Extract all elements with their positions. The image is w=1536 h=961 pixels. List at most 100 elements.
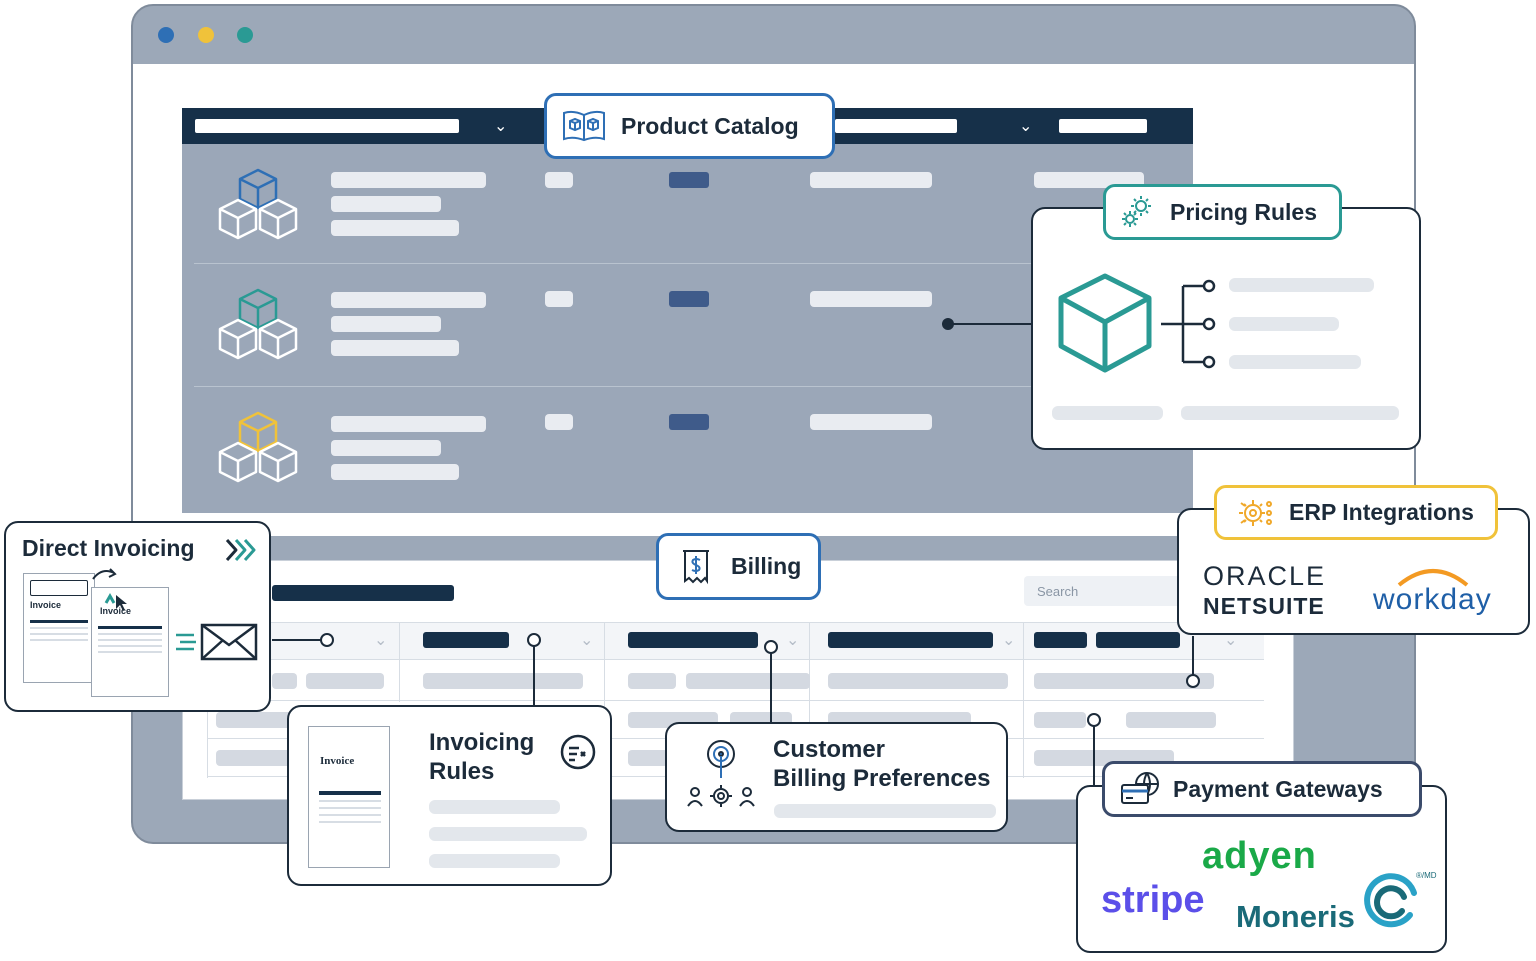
row-text bbox=[331, 340, 459, 356]
cubes-icon bbox=[216, 166, 300, 244]
rules-line bbox=[429, 854, 560, 868]
pricing-footer-line bbox=[1052, 406, 1163, 420]
rules-line bbox=[429, 800, 560, 814]
search-placeholder: Search bbox=[1037, 584, 1079, 599]
column-header[interactable] bbox=[1034, 632, 1087, 648]
pricing-rules-tag: Pricing Rules bbox=[1103, 184, 1342, 240]
connector-dot bbox=[942, 318, 954, 330]
cell bbox=[628, 750, 668, 766]
checklist-icon bbox=[559, 733, 597, 771]
window-dot-teal bbox=[237, 27, 253, 43]
stripe-logo: stripe bbox=[1101, 879, 1205, 921]
header-filter-4[interactable] bbox=[1059, 119, 1147, 133]
column-header[interactable] bbox=[628, 632, 758, 648]
cell bbox=[1034, 673, 1214, 689]
gear-icon bbox=[1118, 193, 1156, 231]
chevrons-right-icon bbox=[224, 537, 258, 563]
product-catalog-label: Product Catalog bbox=[621, 112, 799, 139]
row-badge bbox=[669, 172, 709, 188]
erp-integrations-tag: ERP Integrations bbox=[1214, 485, 1498, 540]
moneris-mark: ®/MD bbox=[1416, 871, 1437, 880]
cubes-icon bbox=[216, 409, 300, 487]
row-text bbox=[331, 220, 459, 236]
row-cell bbox=[810, 291, 932, 307]
row-text bbox=[331, 464, 459, 480]
cell bbox=[216, 750, 296, 766]
header-filter-1[interactable] bbox=[195, 119, 459, 133]
row-cell bbox=[810, 172, 932, 188]
row-cell bbox=[545, 172, 573, 188]
grid-line bbox=[207, 658, 208, 778]
invoice-doc: Invoice bbox=[91, 587, 169, 697]
invoice-doc-label: Invoice bbox=[320, 755, 355, 767]
direct-invoicing-label: Direct Invoicing bbox=[22, 535, 195, 561]
chevron-down-icon[interactable]: ⌄ bbox=[580, 632, 594, 649]
pricing-line bbox=[1229, 317, 1339, 331]
cursor-icon bbox=[104, 591, 128, 613]
invoice-doc-label: Invoice bbox=[100, 606, 132, 616]
chevron-down-icon[interactable]: ⌄ bbox=[1019, 118, 1033, 135]
invoicing-rules-card: Invoice Invoicing Rules bbox=[287, 705, 612, 886]
connector-dot bbox=[1186, 674, 1200, 688]
column-header[interactable] bbox=[828, 632, 993, 648]
connector-dot bbox=[320, 633, 334, 647]
cell bbox=[1034, 712, 1086, 728]
rules-line bbox=[429, 827, 587, 841]
pricing-footer-line bbox=[1181, 406, 1399, 420]
connector-line bbox=[1192, 636, 1194, 676]
billing-tag: Billing bbox=[656, 533, 821, 600]
customer-billing-label-line2: Billing Preferences bbox=[773, 765, 991, 792]
envelope-icon bbox=[174, 621, 260, 663]
connector-line bbox=[533, 645, 535, 706]
row-divider bbox=[194, 386, 1032, 387]
cell bbox=[828, 673, 1008, 689]
customer-billing-card: Customer Billing Preferences bbox=[665, 722, 1008, 832]
cell bbox=[272, 673, 297, 689]
row-text bbox=[331, 172, 486, 188]
chevron-down-icon[interactable]: ⌄ bbox=[1224, 632, 1238, 649]
invoice-doc-label: Invoice bbox=[30, 600, 62, 610]
search-input[interactable]: Search bbox=[1024, 576, 1184, 606]
receipt-dollar-icon bbox=[677, 547, 715, 587]
header-filter-3[interactable] bbox=[835, 119, 957, 133]
moneris-swirl-icon bbox=[1360, 871, 1424, 935]
oracle-logo: ORACLE bbox=[1203, 561, 1327, 591]
column-header[interactable] bbox=[423, 632, 509, 648]
grid-line bbox=[207, 700, 1264, 701]
pricing-line bbox=[1229, 278, 1374, 292]
invoicing-rules-label-line2: Rules bbox=[429, 758, 495, 785]
row-badge bbox=[669, 291, 709, 307]
connector-line bbox=[1093, 724, 1095, 786]
row-badge bbox=[669, 414, 709, 430]
erp-integrations-label: ERP Integrations bbox=[1289, 499, 1474, 525]
ai-chip-icon bbox=[1233, 494, 1273, 532]
invoicing-rules-label-line1: Invoicing bbox=[429, 729, 535, 756]
chevron-down-icon[interactable]: ⌄ bbox=[374, 632, 388, 649]
grid-line bbox=[399, 622, 400, 702]
chevron-down-icon[interactable]: ⌄ bbox=[786, 632, 800, 649]
invoice-doc: Invoice bbox=[308, 726, 390, 868]
netsuite-logo: NETSUITE bbox=[1203, 593, 1325, 619]
direct-invoicing-card: Direct Invoicing Invoice Invoice bbox=[4, 521, 271, 712]
column-header[interactable] bbox=[1096, 632, 1180, 648]
chevron-down-icon[interactable]: ⌄ bbox=[1002, 632, 1016, 649]
target-people-icon bbox=[685, 738, 757, 810]
billing-title-bar bbox=[272, 585, 454, 601]
row-text bbox=[331, 416, 486, 432]
payment-gateways-tag: Payment Gateways bbox=[1102, 761, 1422, 817]
cubes-icon bbox=[216, 286, 300, 364]
chevron-down-icon[interactable]: ⌄ bbox=[494, 118, 508, 135]
row-cell bbox=[545, 414, 573, 430]
row-text bbox=[331, 440, 441, 456]
adyen-logo: adyen bbox=[1202, 835, 1317, 877]
product-catalog-tag: Product Catalog bbox=[544, 93, 835, 159]
cell bbox=[686, 673, 810, 689]
row-text bbox=[331, 292, 486, 308]
connector-line bbox=[948, 323, 1032, 325]
cell bbox=[423, 673, 583, 689]
moneris-logo: Moneris bbox=[1236, 899, 1355, 934]
workday-arc-icon bbox=[1393, 565, 1473, 587]
cell bbox=[306, 673, 384, 689]
refresh-arrow-icon bbox=[90, 565, 120, 583]
connector-line bbox=[272, 639, 326, 641]
